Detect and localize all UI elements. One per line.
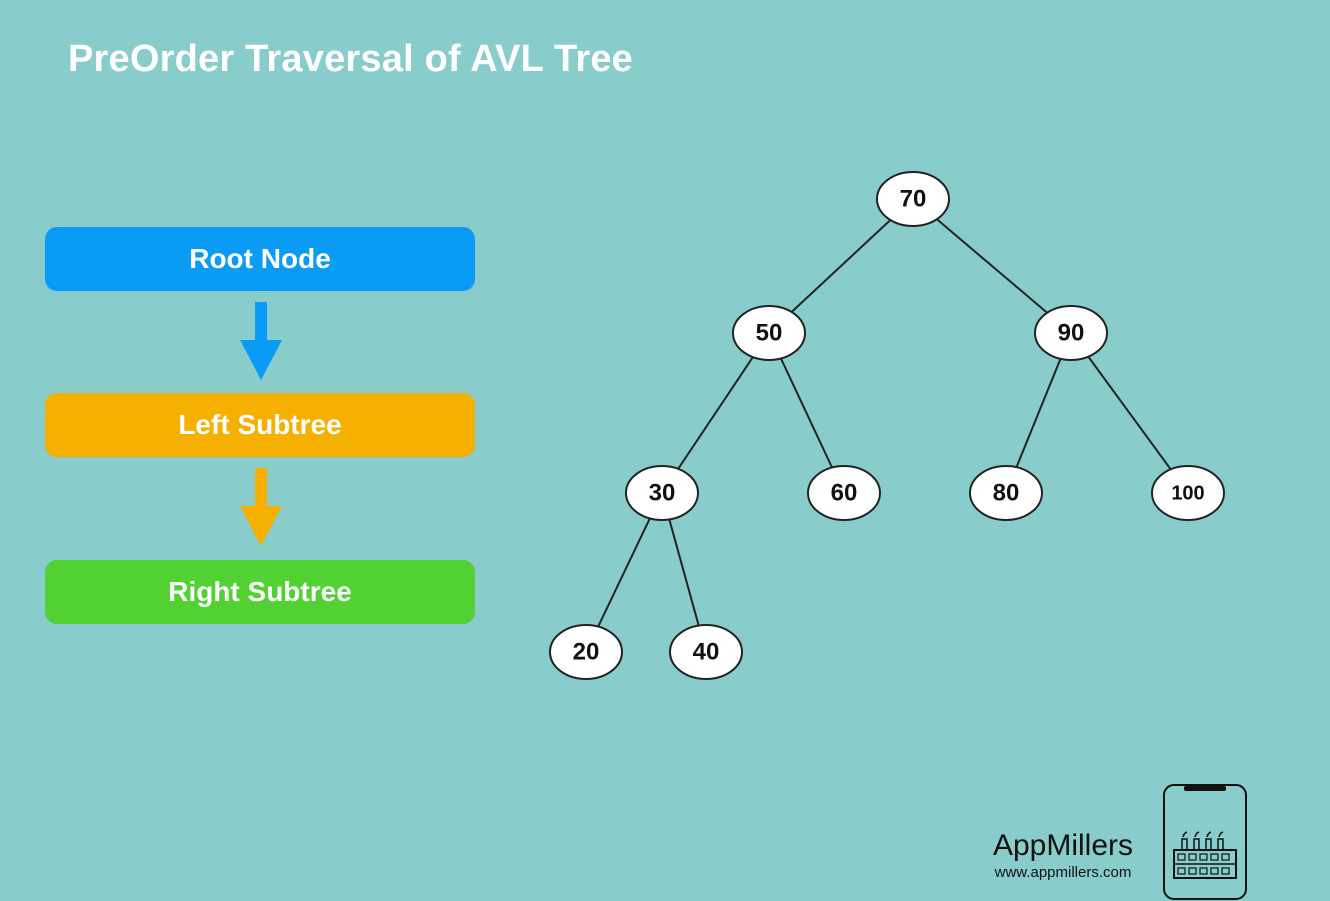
- tree-edge: [912, 198, 1072, 334]
- tree-node-label: 40: [693, 638, 720, 665]
- tree-node-label: 70: [900, 185, 927, 212]
- tree-edge: [1070, 332, 1189, 494]
- tree-node-70: 70: [876, 171, 950, 227]
- tree-node-circle: [625, 465, 699, 521]
- tree-node-label: 80: [993, 479, 1020, 506]
- tree-node-label: 90: [1058, 319, 1085, 346]
- left-subtree-step: Left Subtree: [45, 393, 475, 457]
- tree-edges: [585, 198, 1189, 653]
- tree-node-20: 20: [549, 624, 623, 680]
- brand-url: www.appmillers.com: [994, 864, 1132, 881]
- brand: AppMillers www.appmillers.com: [978, 828, 1148, 882]
- tree-edge: [661, 332, 770, 494]
- tree-node-label: 60: [831, 479, 858, 506]
- tree-edge: [585, 492, 663, 653]
- arrow-down-icon: [240, 302, 282, 380]
- root-node-step: Root Node: [45, 227, 475, 291]
- tree-node-label: 50: [756, 319, 783, 346]
- tree-node-circle: [669, 624, 743, 680]
- brand-name: AppMillers: [992, 829, 1134, 862]
- tree-node-100: 100: [1151, 465, 1225, 521]
- tree-nodes: 70 50 90 30 60 80 100 20 40: [549, 171, 1225, 680]
- tree-node-label: 100: [1171, 482, 1204, 504]
- tree-node-60: 60: [807, 465, 881, 521]
- tree-node-circle: [549, 624, 623, 680]
- tree-node-circle: [1034, 305, 1108, 361]
- tree-node-label: 30: [649, 479, 676, 506]
- tree-node-circle: [732, 305, 806, 361]
- tree-node-80: 80: [969, 465, 1043, 521]
- tree-node-label: 20: [573, 638, 600, 665]
- right-subtree-step: Right Subtree: [45, 560, 475, 624]
- tree-node-circle: [969, 465, 1043, 521]
- tree-node-30: 30: [625, 465, 699, 521]
- tree-node-90: 90: [1034, 305, 1108, 361]
- page-title: PreOrder Traversal of AVL Tree: [68, 38, 634, 80]
- tree-edge: [768, 198, 914, 334]
- tree-node-50: 50: [732, 305, 806, 361]
- tree-node-40: 40: [669, 624, 743, 680]
- tree-node-circle: [1151, 465, 1225, 521]
- tree-edge: [768, 332, 845, 494]
- tree-node-circle: [807, 465, 881, 521]
- arrow-down-icon: [240, 468, 282, 546]
- tree-node-circle: [876, 171, 950, 227]
- phone-factory-icon: [1163, 784, 1247, 900]
